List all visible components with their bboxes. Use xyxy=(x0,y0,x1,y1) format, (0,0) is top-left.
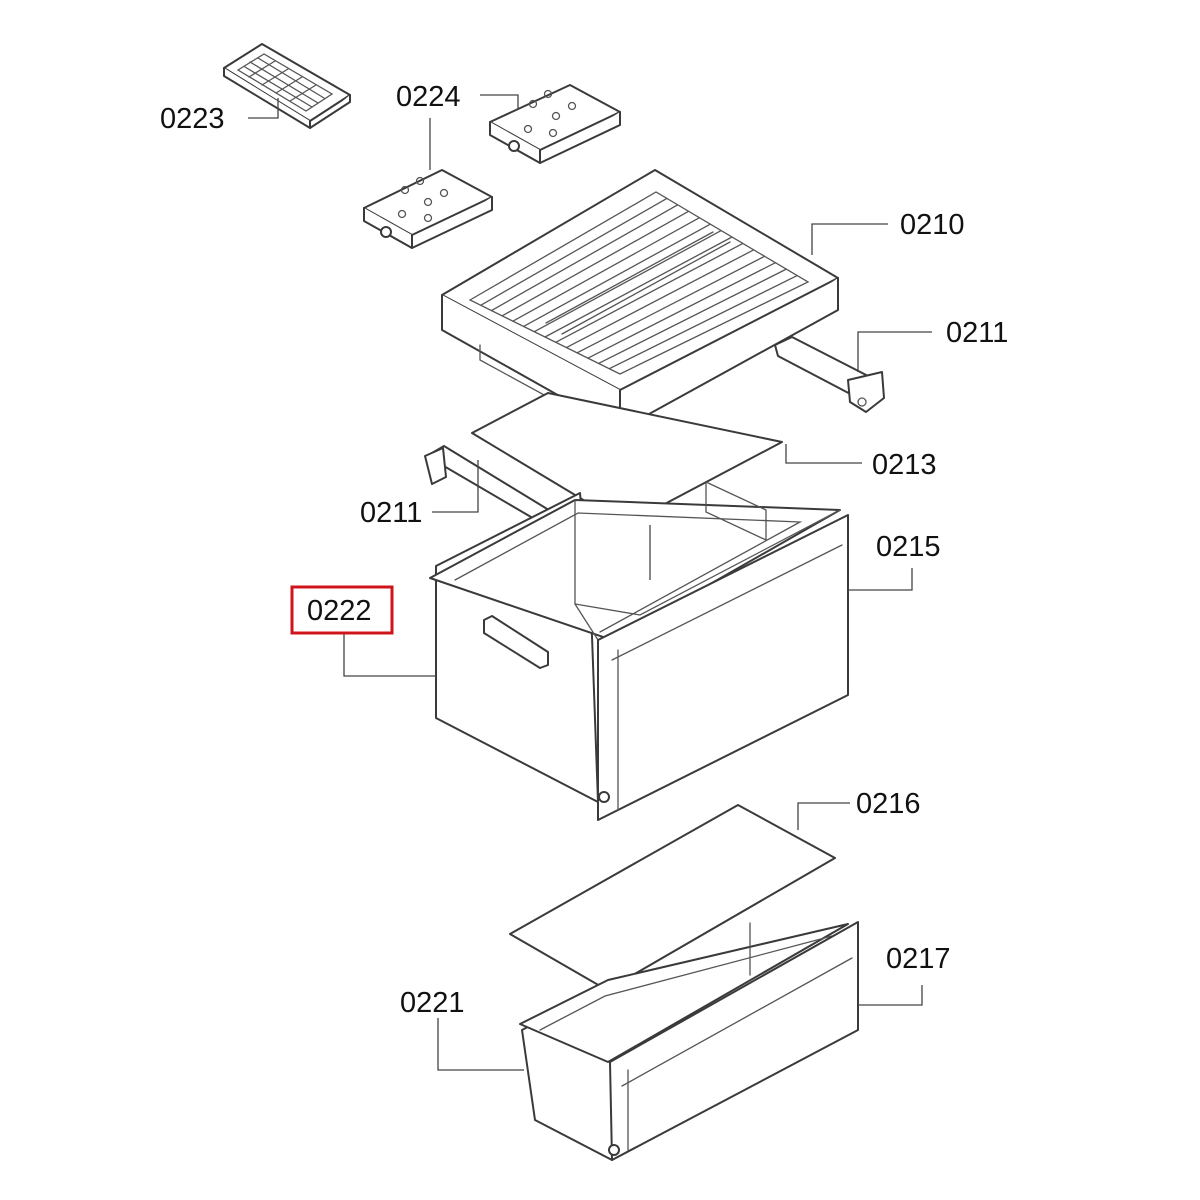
tray-rib xyxy=(565,249,755,349)
cold-pack-lower xyxy=(363,169,493,249)
cold-pack-upper xyxy=(489,84,621,164)
tray-rib xyxy=(587,262,777,359)
glass-shelf-lower xyxy=(509,804,836,991)
lower-drawer xyxy=(519,921,859,1161)
tray-rib xyxy=(533,229,722,333)
leader-0221 xyxy=(437,1018,524,1071)
upper-tray-grid xyxy=(480,197,798,370)
glass-shelf-upper xyxy=(471,392,783,526)
leader-0211-right xyxy=(857,331,932,372)
tray-rib xyxy=(501,210,690,317)
leader-0223 xyxy=(248,98,279,119)
highlight-box-0222 xyxy=(290,585,394,635)
leader-0216 xyxy=(797,802,850,830)
callout-0215: 0215 xyxy=(876,531,941,563)
callout-labels: 0223 0224 0210 0211 0213 0211 0215 0222 … xyxy=(160,81,1008,1019)
tray-rib xyxy=(597,268,787,365)
leader-0213 xyxy=(785,444,862,464)
callout-0222: 0222 xyxy=(307,595,372,627)
tray-rib xyxy=(555,242,744,343)
ice-cube-tray xyxy=(223,43,351,129)
callout-0213: 0213 xyxy=(872,449,937,481)
upper-drawer xyxy=(429,480,849,821)
tray-rib xyxy=(490,204,679,312)
tray-rib xyxy=(522,223,711,328)
tray-rib xyxy=(608,274,798,370)
leader-0224-upper xyxy=(480,94,519,110)
callout-0216: 0216 xyxy=(856,788,921,820)
leader-0210 xyxy=(811,223,888,255)
callout-0224: 0224 xyxy=(396,81,461,113)
tray-rib xyxy=(512,217,701,322)
upper-tray xyxy=(441,169,839,433)
leader-0222 xyxy=(343,634,436,677)
leader-0211-left xyxy=(432,460,479,513)
rail-right xyxy=(774,336,885,413)
tray-rib xyxy=(576,255,766,354)
callout-0217: 0217 xyxy=(886,943,951,975)
callout-0211-left: 0211 xyxy=(360,497,422,529)
tray-rib xyxy=(544,236,733,338)
leader-lines xyxy=(248,94,932,1071)
callout-0221: 0221 xyxy=(400,987,465,1019)
callout-0210: 0210 xyxy=(900,209,965,241)
leader-0217 xyxy=(858,985,923,1006)
callout-0211-right: 0211 xyxy=(946,317,1008,349)
leader-0215 xyxy=(848,568,913,591)
tray-rib xyxy=(480,197,668,306)
callout-0223: 0223 xyxy=(160,103,225,135)
